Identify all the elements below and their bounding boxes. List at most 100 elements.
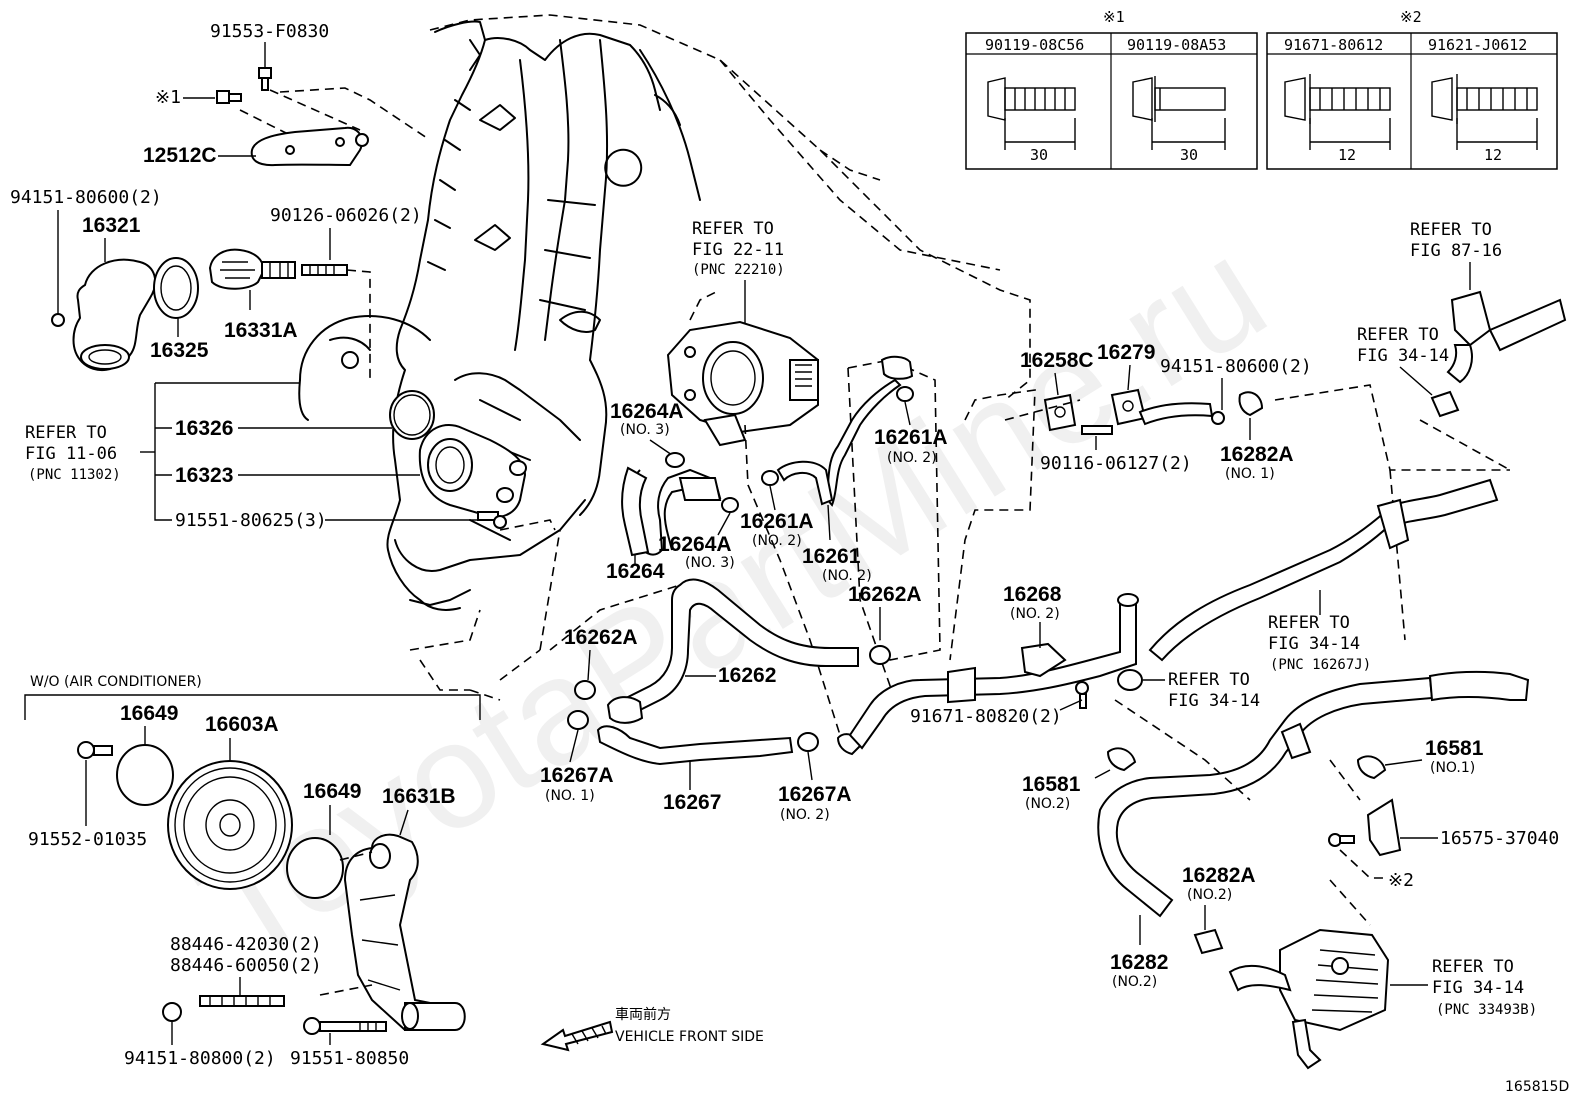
front-side-en: VEHICLE FRONT SIDE <box>615 1029 764 1045</box>
idler-bracket-16631B <box>343 833 466 1031</box>
throttle-body <box>666 320 819 447</box>
label-16649-2: 16649 <box>303 780 361 803</box>
thermostat-16331A <box>208 248 296 290</box>
throttle-body-group: REFER TO FIG 22-11 (PNC 22210) <box>666 219 819 447</box>
clamp-icon <box>721 497 739 513</box>
bolt-drawing-1 <box>987 77 1076 150</box>
nut-icon <box>51 313 65 327</box>
table-pn-91621-J0612: 91621-J0612 <box>1428 36 1527 54</box>
clamp-icon <box>761 470 779 486</box>
clamp-icon <box>1117 669 1143 691</box>
cover-plate-16649 <box>116 744 174 806</box>
gasket-16325 <box>153 257 199 319</box>
ref-fig34c-line3: (PNC 16267J) <box>1270 657 1371 673</box>
label-mark-1: ※1 <box>155 87 181 108</box>
label-16258C: 16258C <box>1020 349 1094 372</box>
label-16282A-1: 16282A <box>1220 443 1294 466</box>
label-16262A-1: 16262A <box>848 583 922 606</box>
ref-fig34d-line2: FIG 34-14 <box>1432 978 1524 998</box>
ref-fig34c-line1: REFER TO <box>1268 613 1350 633</box>
label-16261A-2: 16261A <box>740 510 814 533</box>
label-91551-80625: 91551-80625(3) <box>175 510 327 531</box>
label-88446-60050: 88446-60050(2) <box>170 955 322 976</box>
clamp-icon <box>1376 498 1410 550</box>
idler-pulley-16603A <box>167 760 293 890</box>
ref-fig34b-line1: REFER TO <box>1168 670 1250 690</box>
gasket-16258C <box>1043 393 1077 432</box>
label-90116-06127: 90116-06127(2) <box>1040 453 1192 474</box>
clamp-icon <box>567 710 589 730</box>
label-16331A: 16331A <box>224 319 298 342</box>
label-16581-2-no: (NO.2) <box>1025 796 1070 812</box>
bolt-icon <box>303 1017 387 1035</box>
label-16264A-1-no: (NO. 3) <box>620 422 670 438</box>
bolt-drawing-2 <box>1132 76 1226 150</box>
label-16282A-2: 16282A <box>1182 864 1256 887</box>
stud-bolt-icon <box>301 264 348 276</box>
label-16261-no: (NO. 2) <box>822 568 872 584</box>
label-mark-2: ※2 <box>1388 870 1414 891</box>
ref-throttle-line3: (PNC 22210) <box>692 262 785 278</box>
label-16261A-2-no: (NO. 2) <box>752 533 802 549</box>
clamp-icon <box>896 386 914 402</box>
bolt-icon <box>355 133 369 147</box>
bolt-icon <box>77 741 113 759</box>
table-pn-90119-08A53: 90119-08A53 <box>1127 36 1226 54</box>
label-16326: 16326 <box>175 417 233 440</box>
label-16267A-1-no: (NO. 1) <box>545 788 595 804</box>
table-len-4: 12 <box>1484 146 1502 164</box>
ref-fig34d-line1: REFER TO <box>1432 957 1514 977</box>
bolt-drawing-4 <box>1431 74 1538 150</box>
label-94151-80600-b: 94151-80600(2) <box>1160 356 1312 377</box>
oil-cooler <box>1228 928 1390 1070</box>
ref-fig34a-line1: REFER TO <box>1357 325 1439 345</box>
ref-throttle-line1: REFER TO <box>692 219 774 239</box>
label-88446-42030: 88446-42030(2) <box>170 934 322 955</box>
ref-fig11-line2: FIG 11-06 <box>25 444 117 464</box>
label-16262A-2: 16262A <box>564 626 638 649</box>
label-16261A-1-no: (NO. 2) <box>887 450 937 466</box>
ref-fig34c-line2: FIG 34-14 <box>1268 634 1360 654</box>
nut-icon <box>162 1002 182 1022</box>
label-16268-no: (NO. 2) <box>1010 606 1060 622</box>
oil-cooler-group: 16581 (NO.2) 16581 (NO.1) 16575-37040 ※2… <box>1022 670 1559 1070</box>
label-16282A-2-no: (NO.2) <box>1187 887 1232 903</box>
label-16321: 16321 <box>82 214 141 237</box>
section-wo-air-conditioner: W/O (AIR CONDITIONER) <box>30 674 202 690</box>
water-pipe-group: 16268 (NO. 2) 91671-80820(2) REFER TO FI… <box>848 389 1260 750</box>
stud-bolt-icon <box>199 995 285 1007</box>
label-12512C: 12512C <box>143 144 217 167</box>
label-16261: 16261 <box>802 545 861 568</box>
label-90126-06026: 90126-06026(2) <box>270 205 422 226</box>
vehicle-front-indicator: 車両前方 VEHICLE FRONT SIDE <box>540 1006 764 1052</box>
clamp-icon <box>1430 390 1460 418</box>
label-16268: 16268 <box>1003 583 1062 606</box>
label-16282A-1-no: (NO. 1) <box>1225 466 1275 482</box>
bolt-drawing-3 <box>1284 74 1391 150</box>
clamp-icon <box>1238 391 1264 417</box>
o-ring-16326 <box>389 390 435 440</box>
pipe-16279 <box>1110 388 1214 426</box>
table-mark-2: ※2 <box>1400 8 1422 26</box>
label-16581-2: 16581 <box>1022 773 1081 796</box>
diagram-id: 165815D <box>1505 1079 1569 1095</box>
bolt-icon <box>1075 681 1089 709</box>
ref-fig11-line3: (PNC 11302) <box>28 467 121 483</box>
label-94151-80800: 94151-80800(2) <box>124 1048 276 1069</box>
table-pn-90119-08C56: 90119-08C56 <box>985 36 1084 54</box>
label-16264: 16264 <box>606 560 665 583</box>
clamp-icon <box>1106 747 1137 772</box>
ref-fig87-line1: REFER TO <box>1410 220 1492 240</box>
ref-fig34d-line3: (PNC 33493B) <box>1436 1002 1537 1018</box>
label-16581-1: 16581 <box>1425 737 1484 760</box>
table-pn-91671-80612: 91671-80612 <box>1284 36 1383 54</box>
table-mark-1: ※1 <box>1103 8 1125 26</box>
label-16279: 16279 <box>1097 341 1155 364</box>
label-91552-01035: 91552-01035 <box>28 829 147 850</box>
front-side-jp: 車両前方 <box>615 1006 671 1023</box>
ref-fig11-line1: REFER TO <box>25 423 107 443</box>
bolt-icon <box>477 511 507 529</box>
right-hoses-group: REFER TO FIG 87-16 REFER TO FIG 34-14 RE… <box>1148 220 1567 673</box>
clamp-icon <box>1193 928 1224 955</box>
clamp-icon <box>797 732 819 752</box>
